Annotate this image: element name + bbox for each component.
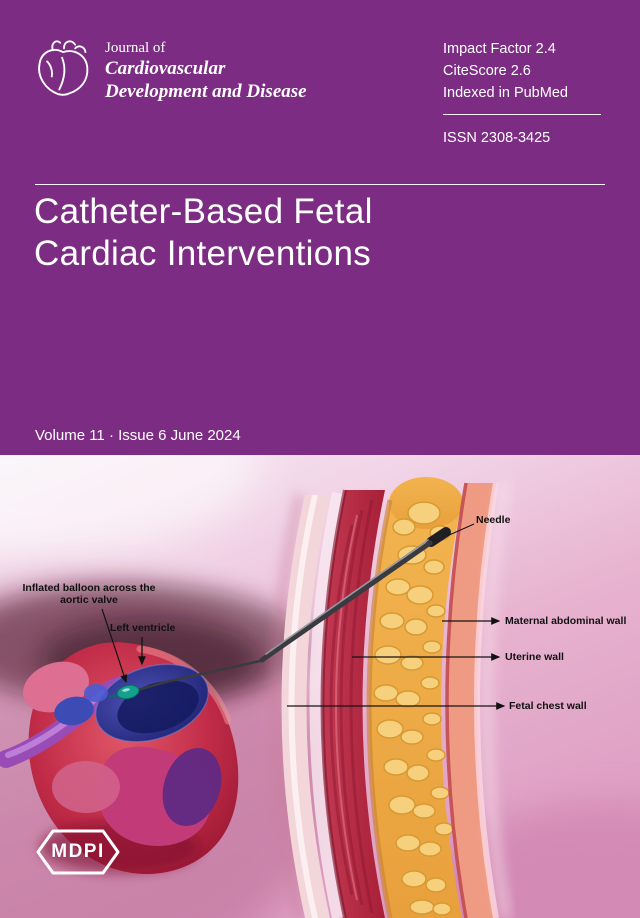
header-divider (35, 184, 605, 185)
impact-factor: Impact Factor 2.4 (443, 41, 556, 57)
fetal-heart (0, 642, 239, 874)
pointer-lines (101, 523, 506, 710)
catheter-balloon (108, 659, 261, 700)
issn: ISSN 2308-3425 (443, 130, 551, 146)
label-maternal-abdominal-wall: Maternal abdominal wall (505, 615, 627, 627)
needle-graphic (259, 527, 451, 663)
cover-title: Catheter-Based Fetal Cardiac Interventio… (34, 191, 373, 275)
issue-info: Volume 11 · Issue 6 June 2024 (35, 427, 241, 444)
label-uterine-wall: Uterine wall (505, 651, 564, 663)
label-inflated-balloon: Inflated balloon across the aortic valve (6, 582, 172, 606)
journal-title-block: Journal of Cardiovascular Development an… (105, 36, 307, 103)
journal-heart-logo-icon (38, 40, 89, 96)
cover-title-line1: Catheter-Based Fetal (34, 192, 373, 231)
mdpi-hexagon-icon (36, 829, 120, 875)
label-fetal-chest-wall: Fetal chest wall (509, 700, 587, 712)
mdpi-logo-text: MDPI (51, 841, 105, 862)
mdpi-logo: MDPI (36, 828, 120, 876)
cover-illustration: Needle Inflated balloon across the aorti… (0, 455, 640, 918)
label-needle: Needle (476, 514, 511, 526)
label-left-ventricle: Left ventricle (110, 622, 176, 634)
journal-name-line2: Development and Disease (105, 81, 307, 102)
citescore: CiteScore 2.6 (443, 63, 531, 79)
tissue-layers (271, 477, 511, 918)
metrics-divider (443, 114, 601, 115)
label-inflated-balloon-line2: aortic valve (60, 594, 118, 606)
label-inflated-balloon-line1: Inflated balloon across the (22, 582, 156, 594)
indexed-in: Indexed in PubMed (443, 85, 568, 101)
journal-metrics: Impact Factor 2.4 CiteScore 2.6 Indexed … (443, 38, 601, 149)
journal-name-line1: Cardiovascular (105, 58, 226, 79)
fat-lobules (373, 501, 454, 916)
journal-prefix: Journal of (105, 40, 166, 56)
medical-illustration (0, 455, 640, 918)
journal-brand: Journal of Cardiovascular Development an… (34, 36, 307, 103)
cover-title-line2: Cardiac Interventions (34, 234, 372, 273)
